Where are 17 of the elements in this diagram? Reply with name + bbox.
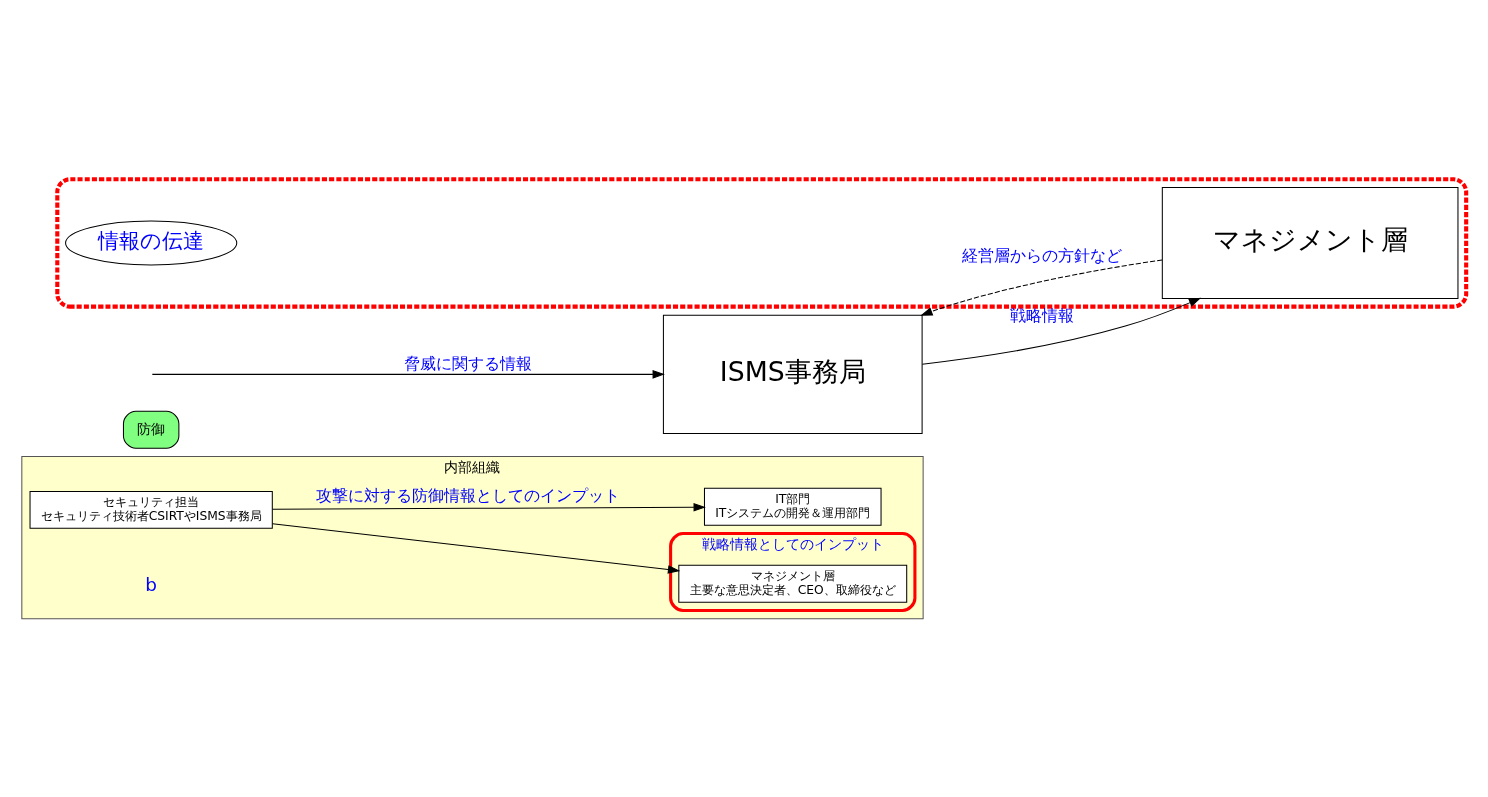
node-box: IT部門 ITシステムの開発＆運用部門 — [703, 487, 882, 526]
arrow — [921, 297, 1202, 365]
edge-label: 脅威に関する情報 — [403, 353, 532, 373]
node-box: マネジメント層 — [1161, 186, 1459, 299]
edge-label: 攻撃に対する防御情報としてのインプット — [315, 485, 620, 505]
arrow — [271, 522, 681, 574]
node-box: 防御 — [122, 410, 180, 449]
arrow — [151, 369, 665, 379]
node-ellipse: 情報の伝達 — [65, 219, 238, 265]
node-box: マネジメント層 主要な意思決定者、CEO、取締役など — [678, 564, 908, 603]
arrow — [920, 258, 1163, 316]
edge-label: 経営層からの方針など — [962, 245, 1123, 265]
node-box: ISMS事務局 — [662, 314, 923, 434]
label: b — [145, 573, 158, 595]
node-box: セキュリティ担当 セキュリティ技術者CSIRTやISMS事務局 — [29, 490, 273, 529]
edge-label: 戦略情報 — [1010, 305, 1075, 325]
arrow — [271, 502, 706, 512]
